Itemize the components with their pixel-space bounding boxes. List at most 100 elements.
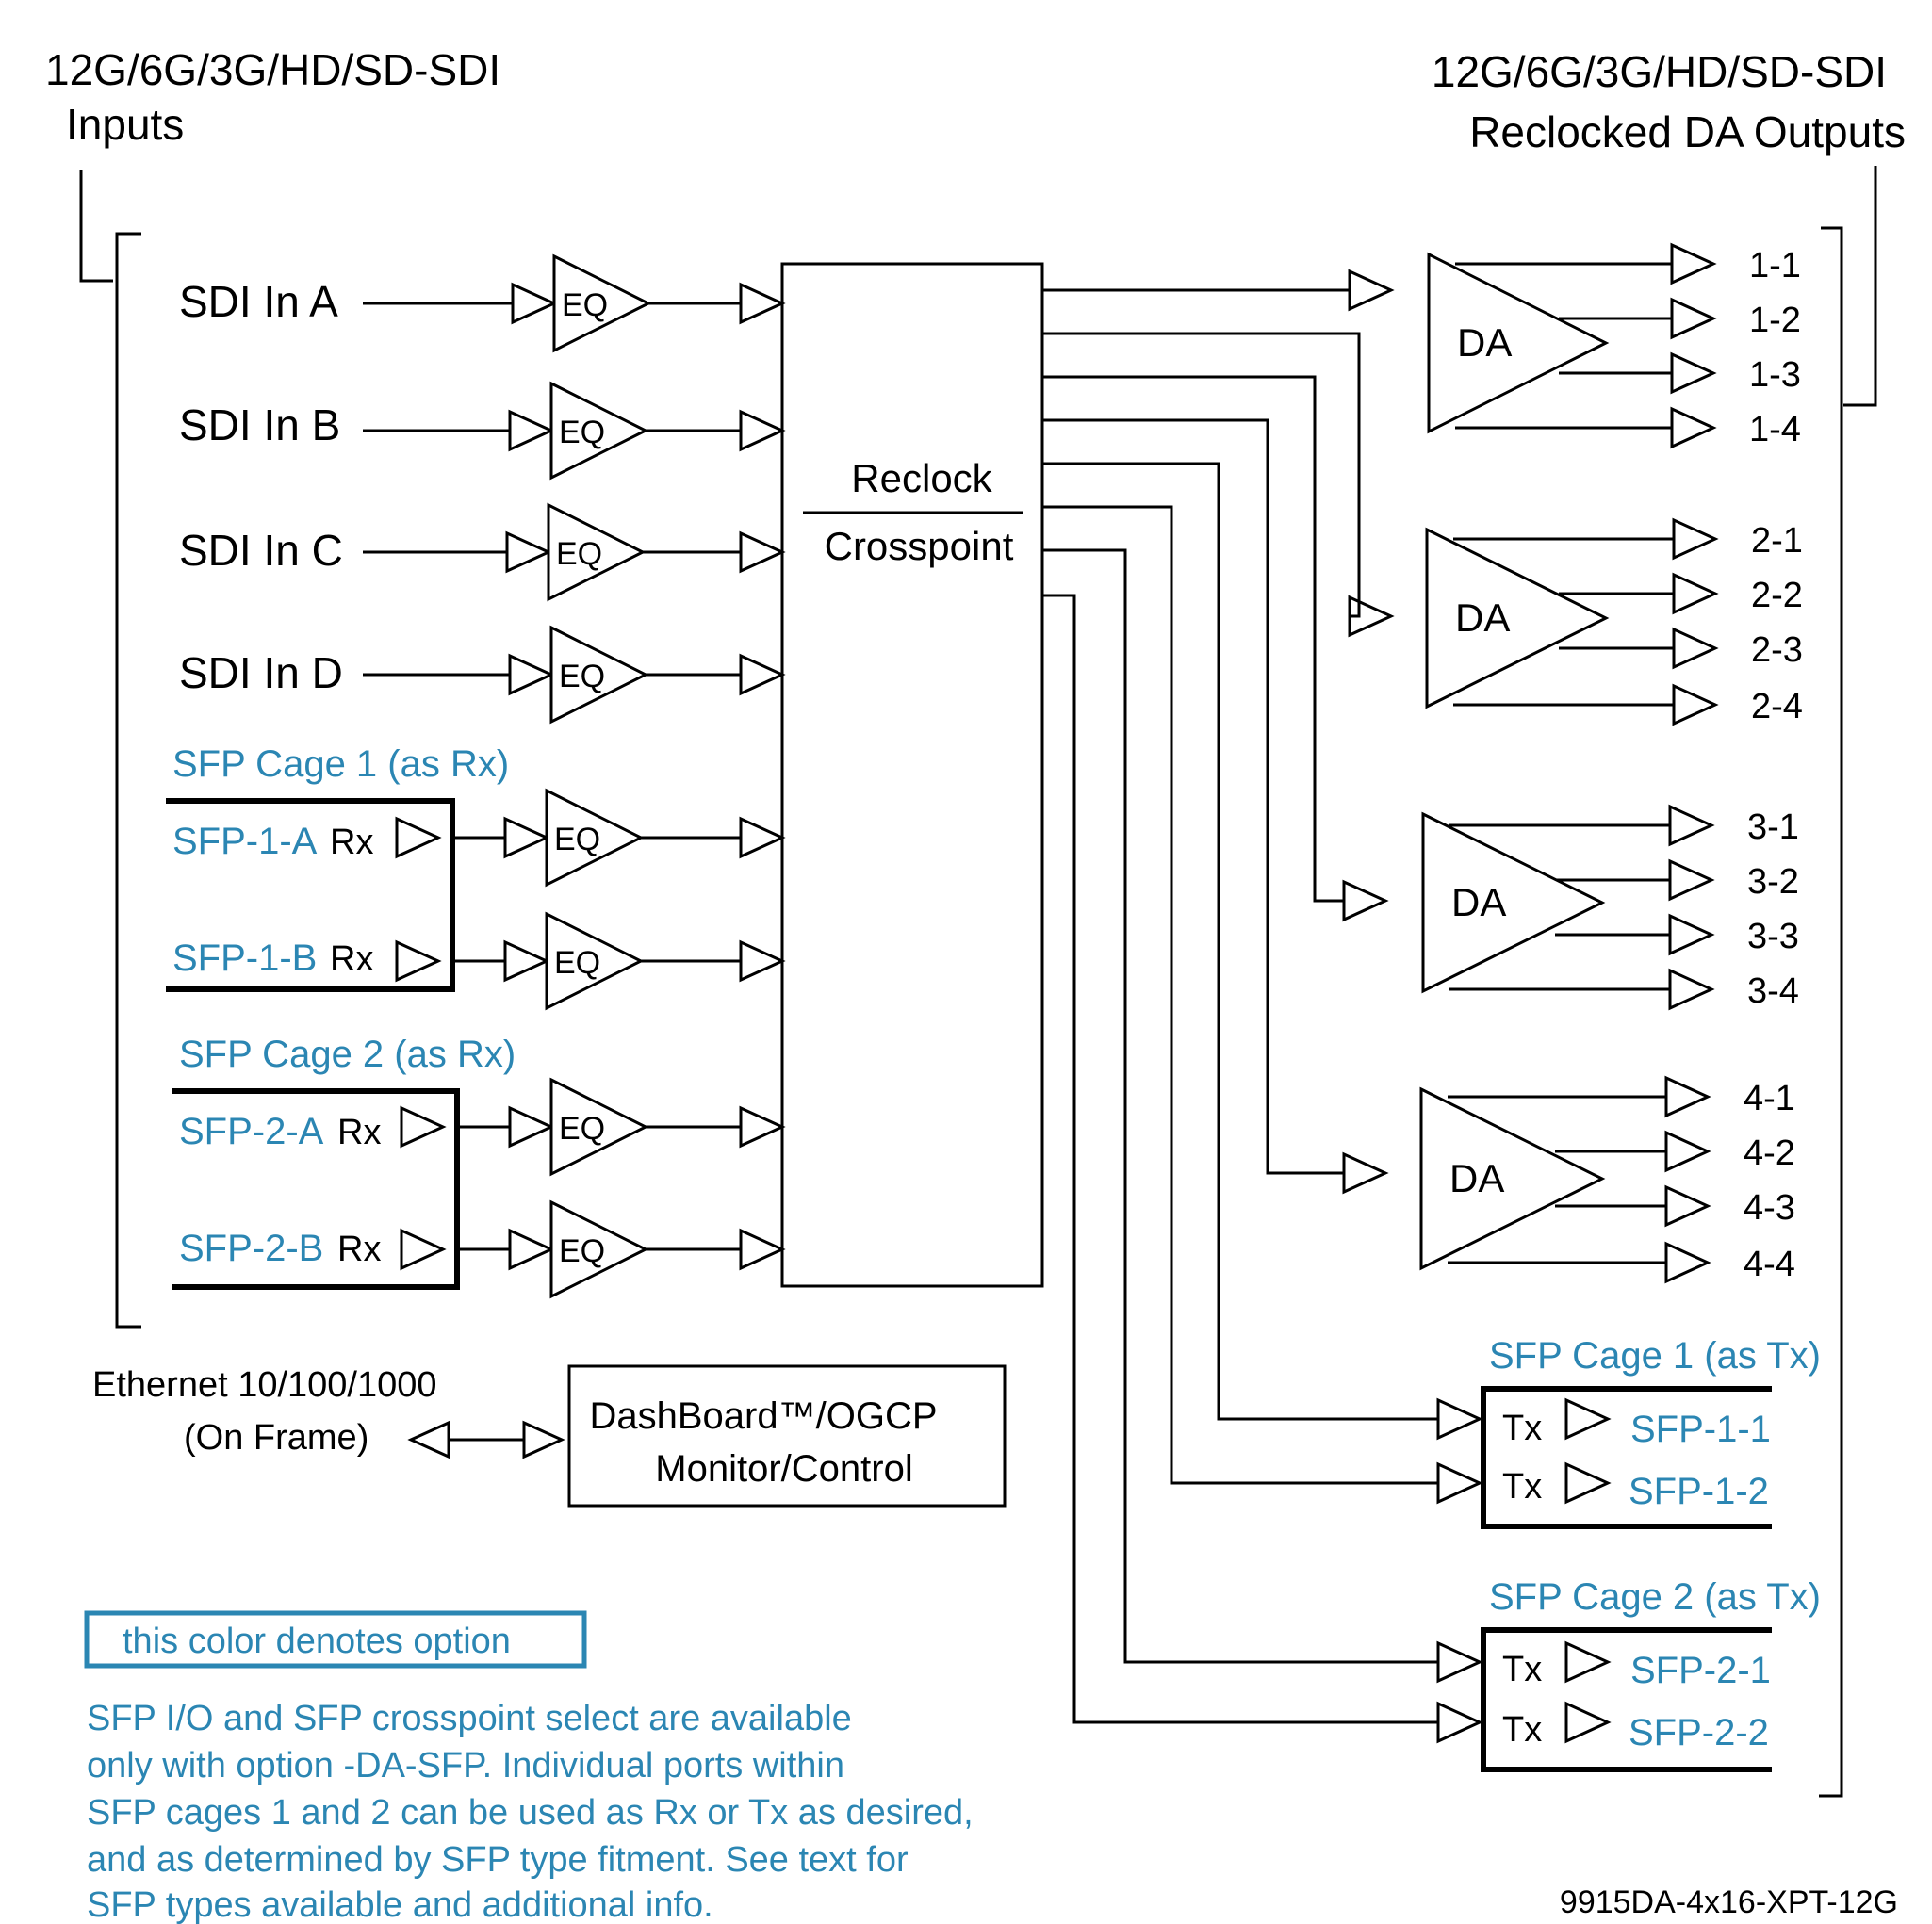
sdi-a-eq-label: EQ — [562, 287, 608, 323]
sfp-2-1-tx-label: Tx — [1502, 1650, 1542, 1689]
crosspoint-line2: Crosspoint — [825, 524, 1014, 568]
sfp-1-a-rx-arrow — [395, 816, 442, 859]
da2-output-1-arrow — [1672, 517, 1719, 561]
sfp-1-b-crosspoint-in-arrow — [739, 939, 786, 983]
sdi-a-eq-in-arrow — [511, 282, 558, 325]
da2-route-wire — [1042, 332, 1361, 618]
sfp-2-a-eq-label: EQ — [559, 1111, 605, 1147]
sfp-1-b-rx-arrow — [395, 939, 442, 983]
sfp-2-b-rx-label: Rx — [337, 1230, 381, 1269]
da3-amplifier — [1421, 811, 1606, 994]
output-routing — [1042, 269, 1483, 1744]
sfp-1-2-tx-label: Tx — [1502, 1467, 1542, 1507]
sfp-1-a-eq-in-arrow — [503, 816, 550, 859]
tx-1-1-route-arrow — [1436, 1397, 1483, 1441]
da2-label: DA — [1455, 595, 1510, 640]
da3-output-4-label: 3-4 — [1747, 971, 1799, 1011]
sdi-c-eq-in-arrow — [505, 530, 552, 574]
da4-route-wire — [1042, 418, 1344, 1175]
da1-output-4-label: 1-4 — [1749, 410, 1801, 449]
sfp-2-b-crosspoint-in-arrow — [739, 1228, 786, 1271]
model-number: 9915DA-4x16-XPT-12G — [1560, 1884, 1898, 1920]
sdi-b-eq-in-arrow — [508, 409, 555, 452]
da4-amplifier — [1419, 1086, 1606, 1271]
tx-port-arrow-1 — [1564, 1397, 1612, 1441]
da3-output-1-label: 3-1 — [1747, 807, 1799, 847]
sdi-b-crosspoint-in-arrow — [739, 409, 786, 452]
da4-route-arrow — [1342, 1151, 1389, 1195]
crosspoint-line1: Reclock — [851, 456, 992, 500]
da1-output-3-label: 1-3 — [1749, 355, 1801, 395]
tx-2-1-route-arrow — [1436, 1640, 1483, 1684]
da4-output-3-label: 4-3 — [1744, 1188, 1795, 1228]
sfp-cage-1-rx-bracket — [166, 798, 455, 992]
sdi-c-eq-label: EQ — [556, 536, 602, 572]
dashboard-line2: Monitor/Control — [655, 1448, 912, 1490]
ethernet-label: Ethernet 10/100/1000 — [92, 1365, 437, 1405]
da1-output-1-arrow — [1670, 242, 1717, 285]
tx-2-2-route-wire — [1042, 594, 1438, 1724]
sfp-1-b-rx-label: Rx — [330, 939, 373, 979]
sfp-1-a-eq-label: EQ — [554, 822, 600, 857]
da2-output-2-label: 2-2 — [1751, 576, 1803, 615]
sfp-2-a-rx-label: Rx — [337, 1113, 381, 1152]
sfp-2-2-label: SFP-2-2 — [1629, 1712, 1769, 1753]
option-legend-box — [84, 1610, 587, 1669]
outputs-bracket — [1819, 166, 1877, 1798]
da2-output-3-arrow — [1672, 627, 1719, 670]
da2-output-3-label: 2-3 — [1751, 630, 1803, 670]
tx-port-arrow-2 — [1564, 1461, 1612, 1505]
sfp-cage-2-tx-label: SFP Cage 2 (as Tx) — [1489, 1576, 1821, 1618]
sdi-d-eq — [549, 625, 649, 725]
sfp-2-1-label: SFP-2-1 — [1630, 1650, 1771, 1691]
sdi-d-crosspoint-in-arrow — [739, 653, 786, 696]
da4-output-4-arrow — [1664, 1241, 1711, 1284]
tx-port-arrow-4 — [1564, 1701, 1612, 1744]
sdi-in-b-label: SDI In B — [179, 400, 340, 449]
sfp-2-b-eq-label: EQ — [559, 1233, 605, 1269]
sdi-d-eq-in-arrow — [508, 653, 555, 696]
option-note-line3: SFP cages 1 and 2 can be used as Rx or T… — [87, 1793, 974, 1833]
da2-output-2-arrow — [1672, 572, 1719, 615]
outputs-title-line2: Reclocked DA Outputs — [1469, 107, 1906, 156]
tx-1-2-route-wire — [1042, 505, 1438, 1485]
sfp-2-b-eq-in-arrow — [508, 1228, 555, 1271]
da2-amplifier — [1425, 527, 1610, 709]
sfp-cage-1-rx-label: SFP Cage 1 (as Rx) — [172, 743, 509, 785]
sfp-2-b-rx-arrow — [400, 1228, 447, 1271]
sdi-c-eq — [547, 502, 647, 602]
inputs-title-line2: Inputs — [66, 100, 184, 149]
sfp-1-b-eq-in-arrow — [503, 939, 550, 983]
da1-amplifier — [1427, 252, 1610, 434]
da3-output-2-arrow — [1668, 858, 1715, 902]
sdi-c-crosspoint-in-arrow — [739, 530, 786, 574]
sfp-cage-2-tx-bracket — [1481, 1627, 1772, 1772]
da4-output-1-arrow — [1664, 1075, 1711, 1118]
da1-output-1-label: 1-1 — [1749, 246, 1801, 285]
da3-output-3-arrow — [1668, 913, 1715, 956]
da3-label: DA — [1451, 880, 1506, 924]
da4-label: DA — [1449, 1156, 1504, 1200]
outputs-title: 12G/6G/3G/HD/SD-SDI — [1432, 47, 1887, 96]
tx-2-1-route-wire — [1042, 548, 1438, 1664]
dashboard-block — [567, 1364, 1007, 1508]
sfp-2-a-eq — [549, 1077, 649, 1177]
sfp-1-b-eq — [545, 911, 645, 1011]
option-note-line1: SFP I/O and SFP crosspoint select are av… — [87, 1699, 852, 1738]
tx-port-arrow-3 — [1564, 1640, 1612, 1684]
reclock-crosspoint-block — [780, 262, 1044, 1288]
da1-output-2-label: 1-2 — [1749, 301, 1801, 340]
sfp-2-a-crosspoint-in-arrow — [739, 1105, 786, 1149]
sfp-1-b-eq-label: EQ — [554, 945, 600, 981]
da3-output-3-label: 3-3 — [1747, 917, 1799, 956]
da2-output-4-label: 2-4 — [1751, 687, 1803, 726]
sdi-d-eq-label: EQ — [559, 659, 605, 694]
tx-1-2-route-arrow — [1436, 1461, 1483, 1505]
sdi-a-eq — [552, 253, 652, 353]
da1-route-arrow — [1348, 269, 1395, 312]
ethernet-label-line2: (On Frame) — [184, 1418, 368, 1458]
da4-output-2-arrow — [1664, 1130, 1711, 1173]
tx-2-2-route-arrow — [1436, 1701, 1483, 1744]
